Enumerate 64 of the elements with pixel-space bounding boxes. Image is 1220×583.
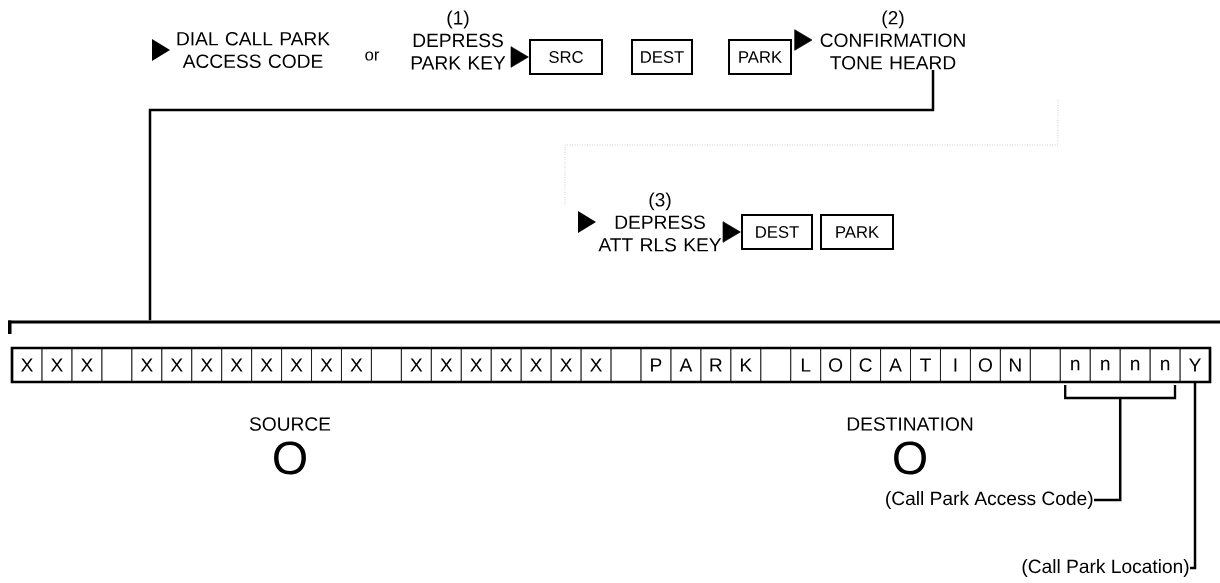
display-cell: N [1000,347,1031,383]
display-cell: X [71,347,103,383]
display-cell: n [1149,347,1181,383]
display-cell: X [161,347,192,383]
display-cell: X [460,347,492,383]
display-cell: X [41,347,73,383]
instruction-text: (1) DEPRESS PARK KEY [411,10,506,70]
display-cell [760,347,792,383]
key-box: DEST [631,39,693,75]
display-cell: X [520,347,552,383]
display-cell [610,347,642,383]
display-cell: X [580,347,612,383]
leader-line [1190,382,1197,570]
display-cell: X [490,347,522,383]
display-cell: X [401,347,432,383]
connective-text: or [365,51,380,61]
large-letter: O [274,441,306,475]
display-cell: X [131,347,163,383]
connector-line [148,69,935,321]
display-cell [101,347,133,383]
arrow [794,29,813,51]
display-cell [371,347,402,383]
display-cell: X [431,347,462,383]
display-cell: X [191,347,222,383]
display-cell: A [880,347,911,383]
instruction-text: (Call Park Access Code) [886,491,1093,509]
display-cell: O [970,347,1001,383]
field-label: DESTINATION [847,417,973,431]
instruction-text: (3) DEPRESS ATT RLS KEY [598,192,722,252]
large-letter: O [894,441,926,475]
key-box: PARK [820,214,894,250]
display-cell: X [251,347,282,383]
display-cell: X [311,347,342,383]
field-label: SOURCE [249,417,331,431]
display-cell: I [940,347,971,383]
display-cell: n [1089,347,1121,383]
display-cell: O [820,347,851,383]
display-cell: P [640,347,672,383]
display-cell: C [850,347,881,383]
display-cell: X [550,347,582,383]
bracket-line [8,320,1220,334]
display-cell: X [341,347,372,383]
display-cell [1030,347,1061,383]
display-cell: K [730,347,762,383]
key-box: DEST [741,214,813,250]
instruction-text: (2) CONFIRMATION TONE HEARD [820,10,965,70]
display-cell: R [700,347,732,383]
display-cell: n [1059,347,1091,383]
display-cell: X [281,347,312,383]
arrow [722,221,741,243]
display-cell: n [1119,347,1151,383]
display-cell: L [790,347,822,383]
arrow [510,46,529,68]
display-cell: X [11,347,43,383]
instruction-text: DIAL CALL PARK ACCESS CODE [177,31,330,69]
display-cell: A [670,347,702,383]
display-cell: T [910,347,941,383]
display-cell: Y [1179,347,1211,383]
key-box: PARK [728,39,792,75]
instruction-text: (Call Park Location) [1022,559,1189,577]
key-box: SRC [529,39,603,75]
display-cell: X [221,347,252,383]
bracket [1064,385,1177,400]
leader-line [1094,398,1122,502]
